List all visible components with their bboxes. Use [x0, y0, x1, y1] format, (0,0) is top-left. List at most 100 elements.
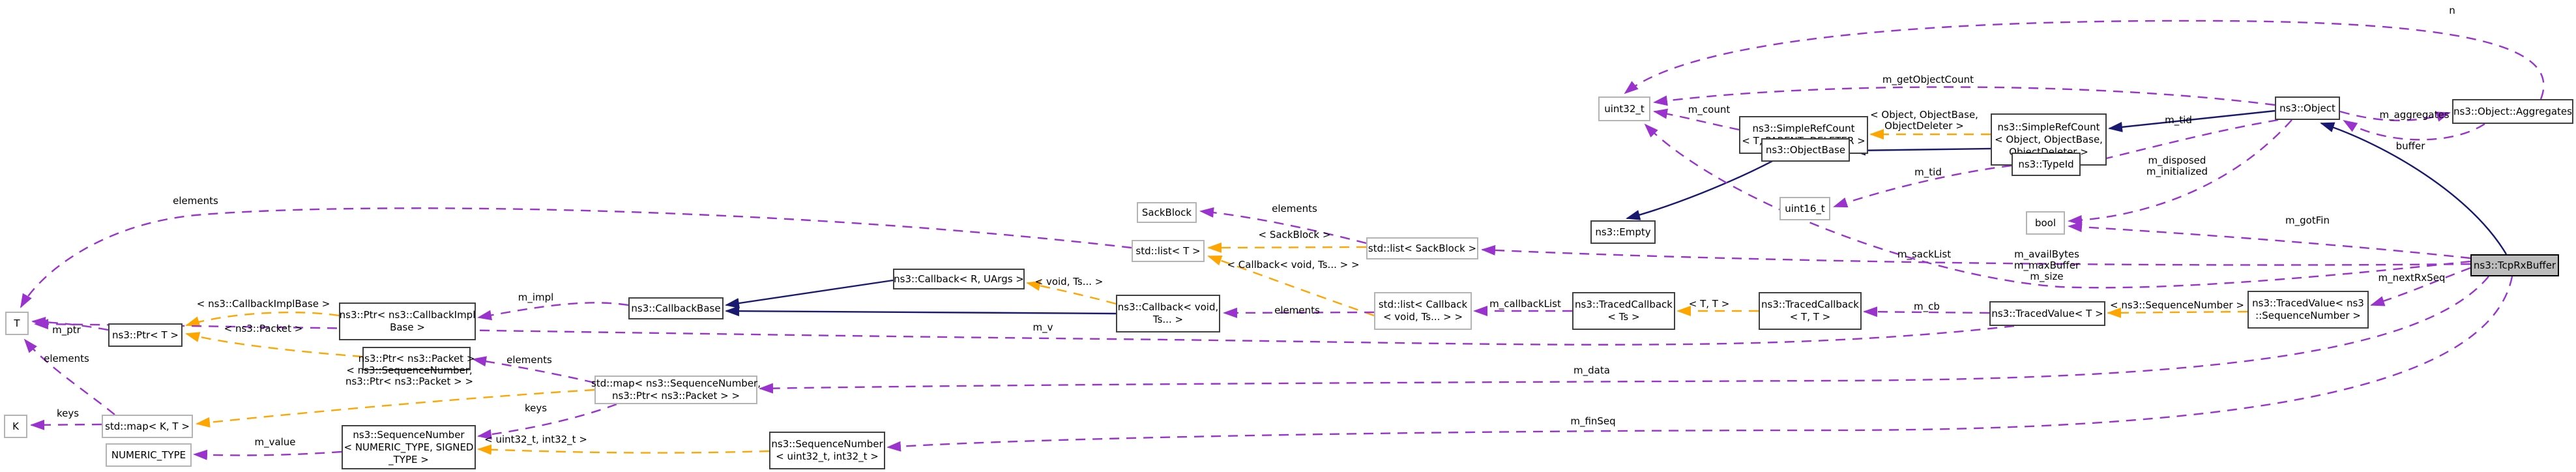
class-node-sackblock: SackBlock: [1137, 202, 1197, 223]
edge-label: buffer: [2395, 140, 2425, 152]
edge-label: elements: [173, 195, 218, 207]
class-node-map-seqnum-packet: std::map< ns3::SequenceNumber, ns3::Ptr<…: [591, 376, 761, 404]
edge-label: keys: [56, 407, 80, 419]
class-node-sequencenumber-u32[interactable]: ns3::SequenceNumber < uint32_t, int32_t …: [769, 432, 885, 469]
class-node-k: K: [4, 415, 27, 438]
class-node-callback-r-uargs[interactable]: ns3::Callback< R, UArgs >: [893, 269, 1025, 289]
edge-label: < Object, ObjectBase, ObjectDeleter >: [1870, 109, 1978, 132]
class-node-numeric-type: NUMERIC_TYPE: [106, 443, 192, 467]
edge-usage: [1199, 207, 1367, 244]
class-node-tracedcallback-ts[interactable]: ns3::TracedCallback < Ts >: [1572, 292, 1675, 330]
edge-label: m_cb: [1914, 301, 1940, 312]
edge-usage: [886, 276, 2513, 452]
edge-label: elements: [44, 353, 89, 364]
edge-label: < T, T >: [1688, 298, 1730, 310]
edge-label: m_ptr: [52, 324, 81, 336]
edge-usage: [1863, 306, 1990, 317]
class-node-tracedvalue-t[interactable]: ns3::TracedValue< T >: [1989, 301, 2105, 326]
edge-template: [185, 332, 363, 358]
edge-inherit: [2320, 122, 2508, 255]
edge-usage: [34, 319, 2015, 346]
edge-label: m_finSeq: [1570, 415, 1616, 427]
edge-label: m_disposed m_initialized: [2146, 155, 2208, 177]
class-node-list-t: std::list< T >: [1132, 240, 1205, 262]
class-node-tcprxbuffer[interactable]: ns3::TcpRxBuffer: [2470, 254, 2559, 276]
edge-label: < void, Ts... >: [1034, 276, 1104, 288]
edge-usage: [477, 302, 629, 321]
edge-label: < SackBlock >: [1258, 229, 1331, 241]
edge-usage: [20, 207, 1132, 308]
edge-usage: [2339, 110, 2451, 122]
edge-template: [1207, 255, 1375, 317]
edge-usage: [23, 338, 115, 415]
edge-usage: [1481, 244, 2471, 266]
class-node-list-callback: std::list< Callback < void, Ts... > >: [1374, 292, 1472, 330]
edge-usage: [2068, 222, 2471, 259]
edge-usage: [477, 403, 617, 440]
edge-template: [185, 312, 340, 327]
edge-usage: [1644, 123, 2471, 289]
class-node-empty[interactable]: ns3::Empty: [1590, 220, 1656, 244]
edge-label: m_data: [1573, 364, 1610, 376]
edge-label: < uint32_t, int32_t >: [484, 434, 587, 445]
class-node-t: T: [5, 312, 29, 335]
class-node-object-aggregates[interactable]: ns3::Object::Aggregates: [2452, 99, 2573, 124]
edge-label: m_getObjectCount: [1882, 74, 1974, 85]
edge-usage: [2083, 119, 2279, 166]
edge-label: < ns3::SequenceNumber, ns3::Ptr< ns3::Pa…: [345, 364, 474, 387]
edge-inherit: [725, 306, 1117, 317]
class-node-callback-void-ts[interactable]: ns3::Callback< void, Ts... >: [1116, 295, 1220, 332]
class-node-ptr-t[interactable]: ns3::Ptr< T >: [108, 323, 183, 347]
class-node-objectbase[interactable]: ns3::ObjectBase: [1761, 138, 1850, 162]
edge-label: m_tid: [1914, 166, 1942, 178]
class-node-object[interactable]: ns3::Object: [2275, 96, 2340, 120]
edge-inherit: [725, 279, 894, 308]
edge-label: m_count: [1688, 104, 1731, 115]
class-node-uint32-t: uint32_t: [1598, 96, 1650, 121]
edge-label: m_aggregates: [2379, 109, 2450, 121]
edge-inherit: [2108, 110, 2276, 132]
class-node-list-sackblock: std::list< SackBlock >: [1366, 237, 1478, 259]
edge-usage: [1624, 20, 2545, 100]
edge-usage: [193, 449, 342, 460]
class-node-tracedvalue-seqnum[interactable]: ns3::TracedValue< ns3 ::SequenceNumber >: [2247, 291, 2369, 329]
edge-label: m_impl: [518, 291, 554, 303]
edge-inherit: [1851, 145, 1991, 156]
edge-usage: [31, 316, 109, 331]
edge-label: keys: [524, 402, 548, 414]
edge-label: m_v: [1032, 321, 1053, 333]
edge-template: [2107, 307, 2248, 318]
class-node-typeid[interactable]: ns3::TypeId: [2012, 153, 2081, 176]
class-node-callbackbase[interactable]: ns3::CallbackBase: [628, 297, 724, 319]
edge-label: m_tid: [2165, 114, 2192, 126]
edge-label: m_availBytes m_maxBuffer m_size: [2013, 248, 2080, 282]
edge-label: < Callback< void, Ts... > >: [1227, 259, 1360, 271]
edge-usage: [2068, 119, 2292, 226]
edge-usage: [1223, 307, 1375, 318]
edge-label: n: [2449, 5, 2455, 16]
edge-label: < ns3::SequenceNumber >: [2110, 299, 2244, 311]
class-node-tracedcallback-tt[interactable]: ns3::TracedCallback < T, T >: [1759, 292, 1862, 330]
edge-label: elements: [506, 354, 552, 366]
class-node-sequencenumber-generic[interactable]: ns3::SequenceNumber < NUMERIC_TYPE, SIGN…: [342, 425, 476, 469]
edge-label: m_gotFin: [2285, 214, 2330, 226]
edge-template: [1207, 242, 1367, 253]
edge-usage: [472, 356, 595, 384]
edge-usage: [2343, 119, 2485, 141]
edge-label: < ns3::Packet >: [224, 323, 303, 334]
class-node-uint16-t: uint16_t: [1779, 197, 1830, 220]
edge-usage: [1653, 86, 2276, 106]
edge-label: elements: [1272, 203, 1317, 214]
edge-usage: [2370, 267, 2471, 306]
edge-usage: [1653, 108, 1740, 131]
edge-usage: [30, 419, 102, 430]
class-node-ptr-callbackimplbase[interactable]: ns3::Ptr< ns3::CallbackImpl Base >: [339, 302, 476, 340]
edge-label: m_nextRxSeq: [2378, 272, 2446, 284]
edge-label: < ns3::CallbackImplBase >: [196, 298, 330, 310]
edge-template: [477, 444, 770, 455]
edge-label: m_value: [254, 436, 296, 448]
class-node-ptr-packet[interactable]: ns3::Ptr< ns3::Packet >: [359, 347, 475, 370]
edge-label: m_callbackList: [1489, 298, 1561, 310]
class-node-map-k-t: std::map< K, T >: [102, 415, 193, 438]
